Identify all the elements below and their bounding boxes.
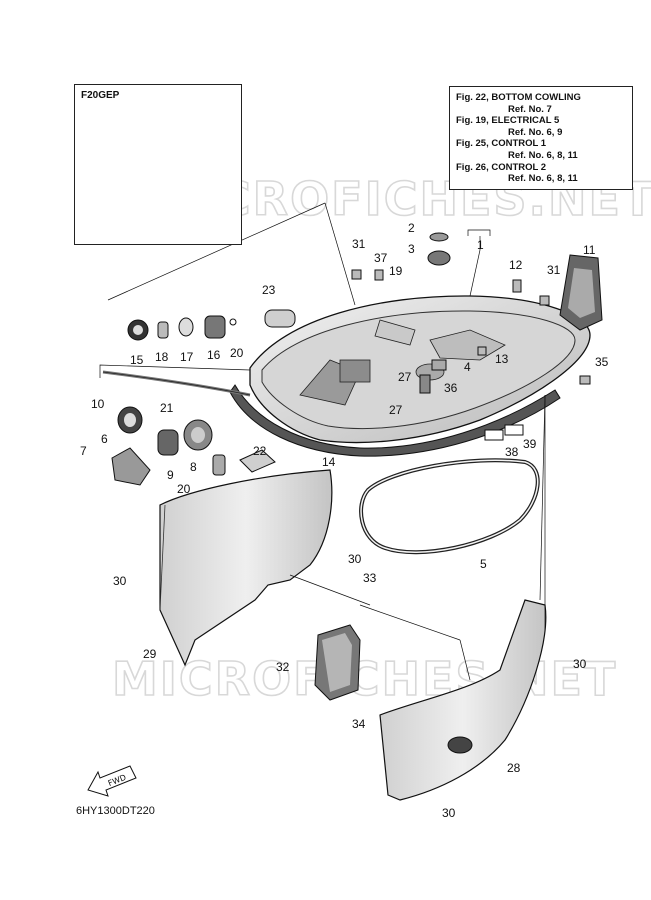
callout-15: 15 [130, 353, 144, 367]
callout-39: 39 [523, 437, 537, 451]
callout-30b: 30 [348, 552, 362, 566]
side-panel-left [159, 469, 333, 667]
callout-27b: 27 [389, 403, 403, 417]
callout-19: 19 [389, 264, 403, 278]
inset-box: F20GEP [74, 84, 242, 245]
side-panel-right [379, 599, 547, 801]
callout-30d: 30 [442, 806, 456, 820]
callout-30a: 30 [113, 574, 127, 588]
label-sticker-38 [484, 429, 504, 441]
callout-36: 36 [444, 381, 458, 395]
callout-27a: 27 [398, 370, 412, 384]
callout-3: 3 [408, 242, 415, 256]
callout-35: 35 [595, 355, 609, 369]
callout-11: 11 [583, 243, 596, 257]
diagram-code: 6HY1300DT220 [76, 805, 155, 817]
callout-5: 5 [480, 557, 487, 571]
control-parts [111, 406, 276, 486]
callout-29: 29 [143, 647, 157, 661]
right-side-parts [512, 254, 603, 385]
callout-7: 7 [80, 444, 87, 458]
seal [359, 458, 540, 555]
callout-28: 28 [507, 761, 521, 775]
inset-title: F20GEP [81, 90, 120, 101]
callout-32: 32 [276, 660, 290, 674]
callout-31b: 31 [547, 263, 561, 277]
ref-figure: Fig. 19, ELECTRICAL 5 [456, 115, 560, 127]
grommet-set [127, 309, 296, 341]
callout-13: 13 [495, 352, 509, 366]
leader-lines [99, 202, 546, 681]
callout-31a: 31 [352, 237, 366, 251]
hose [102, 370, 251, 397]
callout-6: 6 [101, 432, 108, 446]
ref-figure: Fig. 26, CONTROL 2 [456, 161, 547, 173]
callout-38: 38 [505, 445, 519, 459]
callout-2: 2 [408, 221, 415, 235]
top-center-parts [351, 232, 487, 394]
callout-9: 9 [167, 468, 174, 482]
callout-23: 23 [262, 283, 276, 297]
callout-20a: 20 [230, 346, 244, 360]
reference-box: Fig. 22, BOTTOM COWLING Ref. No. 7 Fig. … [449, 86, 633, 190]
ref-figure: Fig. 25, CONTROL 1 [456, 138, 547, 150]
callout-34: 34 [352, 717, 366, 731]
callout-10: 10 [91, 397, 105, 411]
callout-33: 33 [363, 571, 377, 585]
fwd-arrow-icon: FWD [87, 765, 137, 797]
callout-12: 12 [509, 258, 523, 272]
ref-numbers: Ref. No. 6, 8, 11 [508, 173, 578, 185]
watermark-bottom: MICROFICHES.NET [112, 652, 617, 706]
callout-22: 22 [253, 444, 267, 458]
callout-8: 8 [190, 460, 197, 474]
bottom-cowling [229, 295, 591, 457]
callout-16: 16 [207, 348, 221, 362]
callout-18: 18 [155, 350, 169, 364]
callout-1: 1 [477, 238, 484, 252]
label-sticker-39 [504, 424, 524, 436]
callout-14: 14 [322, 455, 336, 469]
callout-37: 37 [374, 251, 388, 265]
ref-numbers: Ref. No. 6, 9 [508, 126, 563, 138]
ref-numbers: Ref. No. 7 [508, 103, 552, 115]
callouts: 1 2 3 4 5 6 7 8 9 10 11 12 13 14 15 16 1… [80, 89, 609, 820]
callout-30c: 30 [573, 657, 587, 671]
callout-21: 21 [160, 401, 174, 415]
callout-17: 17 [180, 350, 194, 364]
ref-figure: Fig. 22, BOTTOM COWLING [456, 92, 581, 103]
ref-numbers: Ref. No. 6, 8, 11 [508, 149, 578, 161]
callout-20b: 20 [177, 482, 191, 496]
callout-4: 4 [464, 360, 471, 374]
